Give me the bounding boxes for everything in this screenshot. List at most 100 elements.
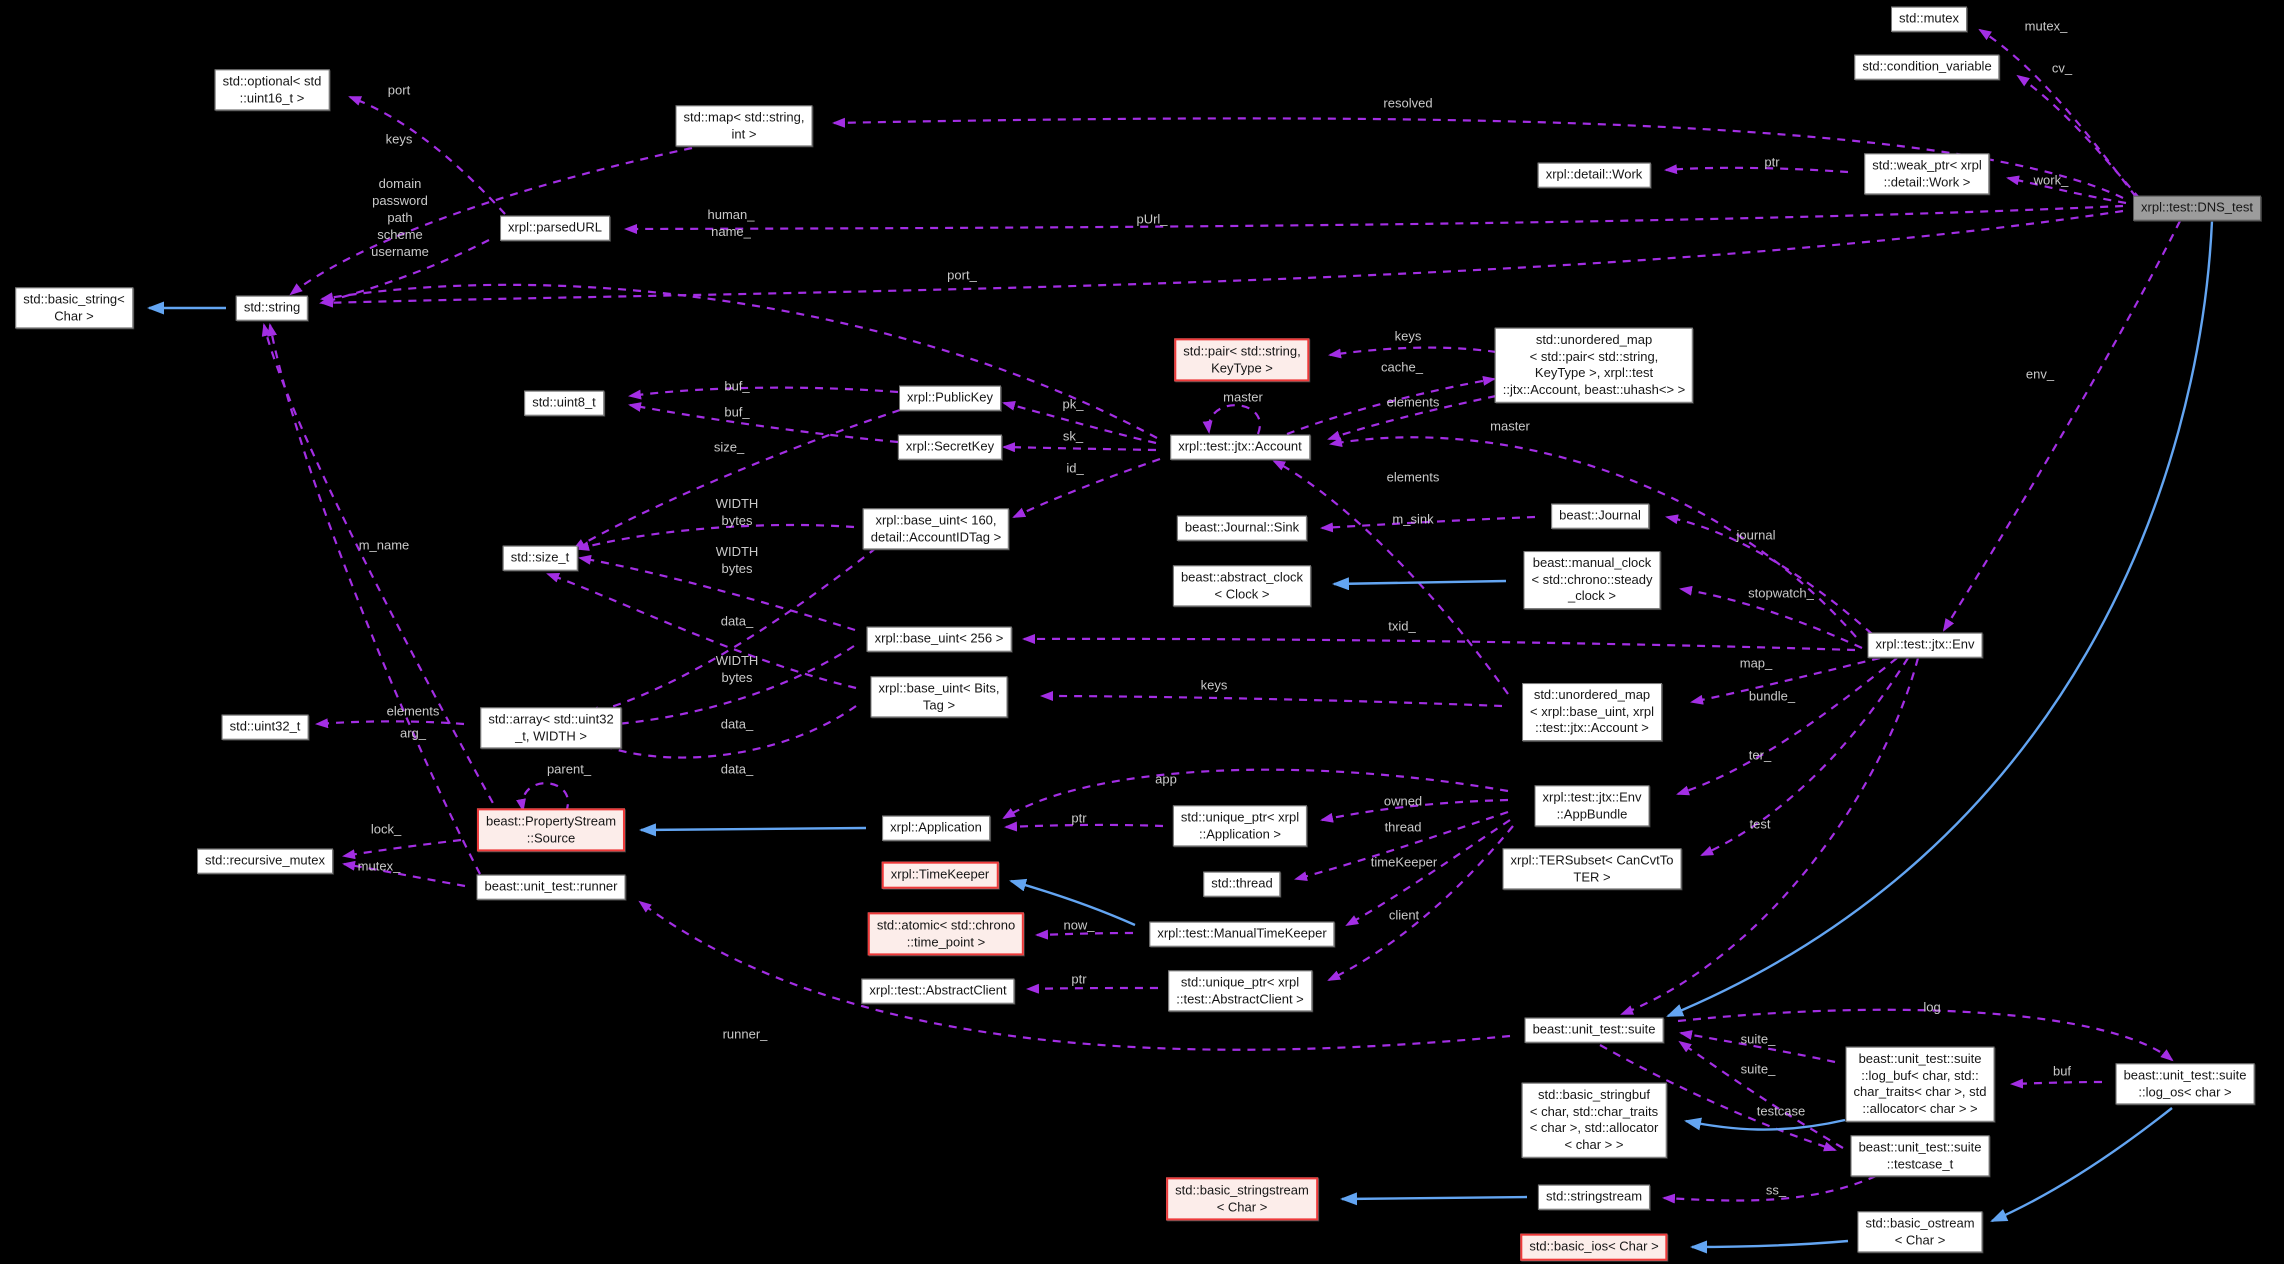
node-cond_var[interactable]: std::condition_variable bbox=[1854, 54, 2000, 80]
node-basic_sstream[interactable]: std::basic_stringstream < Char > bbox=[1166, 1177, 1318, 1221]
node-mtk[interactable]: xrpl::test::ManualTimeKeeper bbox=[1149, 921, 1335, 947]
node-weak_ptr[interactable]: std::weak_ptr< xrpl ::detail::Work > bbox=[1864, 153, 1990, 195]
edge-dns_test-parsed_url bbox=[624, 204, 2124, 234]
node-basic_ostream[interactable]: std::basic_ostream < Char > bbox=[1857, 1211, 1983, 1253]
node-account[interactable]: xrpl::test::jtx::Account bbox=[1170, 434, 1310, 460]
node-log_buf[interactable]: beast::unit_test::suite ::log_buf< char,… bbox=[1845, 1046, 1995, 1122]
edge-base_uint_bits-size_t bbox=[546, 572, 857, 690]
edge-app_bundle-uptr_ac bbox=[1327, 825, 1514, 981]
node-dns_test[interactable]: xrpl::test::DNS_test bbox=[2133, 195, 2261, 221]
edge-label-public_key-size_t: size_ bbox=[713, 439, 745, 455]
edge-label-env-ummap_bu: map_ bbox=[1739, 655, 1773, 671]
node-manual_clock[interactable]: beast::manual_clock < std::chrono::stead… bbox=[1523, 551, 1661, 609]
node-testcase_t[interactable]: beast::unit_test::suite ::testcase_t bbox=[1850, 1135, 1990, 1177]
node-app_bundle[interactable]: xrpl::test::jtx::Env ::AppBundle bbox=[1534, 785, 1650, 827]
node-suite[interactable]: beast::unit_test::suite bbox=[1524, 1017, 1664, 1043]
node-base_uint_bits[interactable]: xrpl::base_uint< Bits, Tag > bbox=[870, 676, 1008, 718]
edge-ummap_bu-account bbox=[1272, 460, 1509, 695]
edge-ummap_pair-account bbox=[1327, 394, 1497, 441]
edge-label-account-secret_key: sk_ bbox=[1062, 428, 1084, 444]
edge-label-source-source: parent_ bbox=[546, 761, 592, 777]
edge-label-dns_test-cond_var: cv_ bbox=[2051, 60, 2073, 76]
node-map[interactable]: std::map< std::string, int > bbox=[675, 105, 813, 147]
edge-env-suite bbox=[1620, 657, 1920, 1016]
edge-label-env-base_uint256: txid_ bbox=[1388, 618, 1416, 634]
node-mutex[interactable]: std::mutex bbox=[1891, 6, 1967, 32]
edge-account-account bbox=[1202, 404, 1261, 435]
node-ummap_pair[interactable]: std::unordered_map < std::pair< std::str… bbox=[1494, 327, 1694, 403]
node-abstract_client[interactable]: xrpl::test::AbstractClient bbox=[861, 978, 1015, 1004]
edge-label-dns_test-string: port_ bbox=[947, 267, 977, 283]
node-public_key[interactable]: xrpl::PublicKey bbox=[899, 385, 1001, 411]
node-array[interactable]: std::array< std::uint32 _t, WIDTH > bbox=[480, 707, 622, 749]
node-journal[interactable]: beast::Journal bbox=[1551, 503, 1649, 529]
edge-account-base_uint160 bbox=[1012, 457, 1161, 518]
edge-label-suite-log_os: log bbox=[1923, 999, 1941, 1015]
node-stringbuf[interactable]: std::basic_stringbuf < char, std::char_t… bbox=[1521, 1082, 1667, 1158]
edge-ummap_bu-base_uint_bits bbox=[1040, 691, 1503, 708]
node-basic_string[interactable]: std::basic_string< Char > bbox=[15, 287, 133, 329]
edge-label-array-uint32: elements bbox=[386, 703, 440, 719]
edge-label-account-ummap_pair: cache_ bbox=[1381, 359, 1423, 375]
edge-basic_ostream-basic_ios bbox=[1690, 1239, 1849, 1254]
node-uptr_app[interactable]: std::unique_ptr< xrpl ::Application > bbox=[1172, 805, 1308, 847]
edge-label-base_uint160-array: data_ bbox=[720, 613, 754, 629]
edge-label-base_uint160-size_t: WIDTH bytes bbox=[715, 496, 759, 528]
node-ummap_bu[interactable]: std::unordered_map < xrpl::base_uint, xr… bbox=[1522, 683, 1662, 741]
edge-label-parsed_url-optional: port bbox=[387, 82, 411, 98]
edge-dns_test-suite bbox=[1666, 220, 2214, 1018]
edge-label-weak_ptr-work: ptr bbox=[1764, 154, 1780, 170]
edge-mtk-time_keeper bbox=[1009, 878, 1136, 927]
edge-label-testcase_t-stringstream: ss_ bbox=[1765, 1182, 1787, 1198]
edge-label-secret_key-uint8: buf_ bbox=[724, 404, 750, 420]
edge-manual_clock-abstract_clock bbox=[1332, 577, 1507, 591]
node-optional[interactable]: std::optional< std ::uint16_t > bbox=[214, 69, 330, 111]
node-thread[interactable]: std::thread bbox=[1203, 871, 1281, 897]
edge-runner-string bbox=[267, 323, 481, 875]
node-secret_key[interactable]: xrpl::SecretKey bbox=[897, 434, 1003, 460]
edge-dns_test-map bbox=[832, 117, 2124, 199]
node-uint8[interactable]: std::uint8_t bbox=[524, 390, 604, 416]
node-atomic[interactable]: std::atomic< std::chrono ::time_point > bbox=[867, 912, 1025, 956]
edge-label-map-string: keys bbox=[385, 131, 413, 147]
node-base_uint160[interactable]: xrpl::base_uint< 160, detail::AccountIDT… bbox=[862, 508, 1010, 550]
edge-stringstream-basic_sstream bbox=[1340, 1192, 1528, 1206]
node-parsed_url[interactable]: xrpl::parsedURL bbox=[500, 215, 610, 241]
edge-suite-testcase_t bbox=[1599, 1044, 1837, 1152]
edge-base_uint160-size_t bbox=[576, 523, 855, 551]
node-uint32[interactable]: std::uint32_t bbox=[221, 714, 309, 740]
edge-mtk-atomic bbox=[1035, 929, 1134, 940]
node-application[interactable]: xrpl::Application bbox=[882, 815, 990, 841]
edge-log_buf-stringbuf bbox=[1684, 1117, 1846, 1131]
edge-label-env-account: master bbox=[1490, 418, 1530, 434]
node-work[interactable]: xrpl::detail::Work bbox=[1537, 162, 1651, 188]
edge-label-app_bundle-uptr_ac: client bbox=[1388, 907, 1420, 923]
edge-label-dns_test-weak_ptr: work_ bbox=[2033, 172, 2069, 188]
edge-label-base_uint256-size_t: WIDTH bytes bbox=[715, 544, 759, 576]
edge-label-env-manual_clock: stopwatch_ bbox=[1748, 585, 1814, 601]
node-source[interactable]: beast::PropertyStream ::Source bbox=[476, 808, 626, 852]
node-pair[interactable]: std::pair< std::string, KeyType > bbox=[1174, 338, 1310, 382]
node-size_t[interactable]: std::size_t bbox=[502, 545, 578, 571]
edge-log_os-log_buf bbox=[2010, 1078, 2103, 1089]
node-recursive_mutex[interactable]: std::recursive_mutex bbox=[197, 848, 333, 874]
node-base_uint256[interactable]: xrpl::base_uint< 256 > bbox=[866, 626, 1012, 652]
node-log_os[interactable]: beast::unit_test::suite ::log_os< char > bbox=[2115, 1063, 2255, 1105]
node-env[interactable]: xrpl::test::jtx::Env bbox=[1867, 632, 1983, 658]
node-sink[interactable]: beast::Journal::Sink bbox=[1176, 515, 1308, 541]
node-ter_subset[interactable]: xrpl::TERSubset< CanCvtTo TER > bbox=[1502, 848, 1682, 890]
node-abstract_clock[interactable]: beast::abstract_clock < Clock > bbox=[1172, 565, 1312, 607]
edge-label-testcase_t-suite: suite_ bbox=[1740, 1061, 1776, 1077]
edge-env-app_bundle bbox=[1676, 657, 1898, 796]
edge-log_os-basic_ostream bbox=[1990, 1107, 2173, 1223]
node-runner[interactable]: beast::unit_test::runner bbox=[476, 874, 626, 900]
node-time_keeper[interactable]: xrpl::TimeKeeper bbox=[881, 861, 999, 889]
node-basic_ios[interactable]: std::basic_ios< Char > bbox=[1520, 1233, 1668, 1261]
edge-env-ter_subset bbox=[1700, 657, 1909, 857]
node-uptr_ac[interactable]: std::unique_ptr< xrpl ::test::AbstractCl… bbox=[1168, 970, 1312, 1012]
node-string[interactable]: std::string bbox=[235, 295, 309, 321]
node-stringstream[interactable]: std::stringstream bbox=[1537, 1184, 1651, 1210]
edge-label-source-recursive_mutex: lock_ bbox=[370, 821, 402, 837]
edge-weak_ptr-work bbox=[1664, 164, 1849, 175]
edge-env-base_uint256 bbox=[1022, 633, 1856, 652]
